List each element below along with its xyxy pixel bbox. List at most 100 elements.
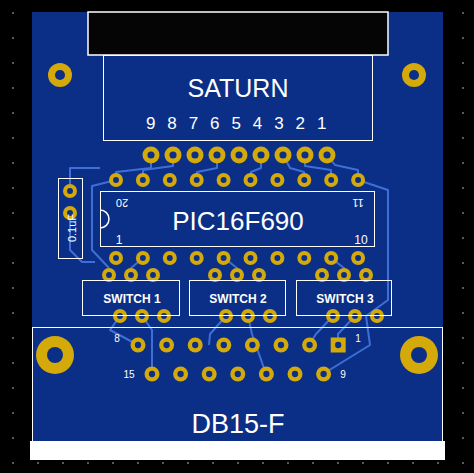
pin-number: 9: [340, 370, 346, 380]
pad: [302, 338, 317, 353]
pad: [402, 63, 426, 87]
pad: [48, 63, 72, 87]
drill-hole: [117, 313, 123, 319]
pin-number: 15: [123, 370, 134, 380]
drill-hole: [328, 177, 334, 183]
part-label: SWITCH 3: [316, 293, 373, 305]
drill-hole: [352, 313, 358, 319]
drill-hole: [363, 272, 369, 278]
pad: [163, 251, 177, 265]
pad: [348, 309, 362, 323]
drill-hole: [256, 272, 262, 278]
switch-outline: SWITCH 2: [189, 280, 286, 316]
drill-hole: [411, 347, 427, 363]
drill-hole: [113, 255, 119, 261]
drill-hole: [263, 371, 269, 377]
pad: [297, 147, 314, 164]
pads: [36, 63, 438, 382]
drill-hole: [355, 177, 361, 183]
pad: [351, 173, 365, 187]
drill-hole: [245, 313, 251, 319]
drill-hole: [274, 255, 280, 261]
drill-hole: [161, 313, 167, 319]
pad: [259, 367, 274, 382]
pad: [324, 251, 338, 265]
drill-hole: [374, 313, 380, 319]
connector-outline: SATURN9 8 7 6 5 4 3 2 1: [103, 55, 373, 141]
pad: [230, 367, 245, 382]
pcb-board: [32, 12, 443, 442]
drill-hole: [135, 342, 141, 348]
pad: [136, 251, 150, 265]
pad: [297, 173, 311, 187]
drill-hole: [167, 255, 173, 261]
drill-hole: [278, 342, 284, 348]
drill-hole: [249, 342, 255, 348]
drill-hole: [328, 255, 334, 261]
pin-number: 20: [116, 197, 128, 208]
pad: [244, 251, 258, 265]
drill-hole: [106, 272, 112, 278]
part-label: SWITCH 2: [209, 293, 266, 305]
pin-number: 1: [116, 234, 123, 246]
pin-number: 11: [352, 197, 363, 208]
part-label: SATURN: [188, 76, 289, 101]
drill-hole: [55, 70, 65, 80]
pad: [274, 338, 289, 353]
pad: [324, 173, 338, 187]
drill-hole: [192, 342, 198, 348]
drill-hole: [177, 371, 183, 377]
pad: [275, 147, 292, 164]
pad: [270, 251, 284, 265]
part-label: DB15-F: [191, 411, 284, 438]
pad: [270, 173, 284, 187]
drill-hole: [147, 151, 154, 158]
drill-hole: [113, 177, 119, 183]
pad: [187, 147, 204, 164]
drill-hole: [194, 177, 200, 183]
copper-traces: [70, 155, 388, 374]
drill-hole: [67, 188, 73, 194]
pad: [159, 338, 174, 353]
pad: [188, 338, 203, 353]
ic-outline: PIC16F6902011110: [100, 191, 375, 247]
drill-hole: [319, 272, 325, 278]
pad: [400, 336, 438, 374]
drill-hole: [234, 272, 240, 278]
drill-hole: [267, 313, 273, 319]
drill-hole: [257, 151, 264, 158]
pad: [136, 173, 150, 187]
pad: [63, 184, 77, 198]
part-label: SWITCH 1: [103, 293, 160, 305]
drill-hole: [194, 255, 200, 261]
pad: [163, 173, 177, 187]
pad: [190, 251, 204, 265]
pad: [217, 173, 231, 187]
pad: [131, 338, 146, 353]
drill-hole: [292, 371, 298, 377]
pad: [113, 309, 127, 323]
connector-edge: [30, 441, 445, 460]
pad: [109, 251, 123, 265]
drill-hole: [191, 151, 198, 158]
drill-hole: [140, 177, 146, 183]
pad: [36, 336, 74, 374]
drill-hole: [163, 342, 169, 348]
drill-hole: [206, 371, 212, 377]
drill-hole: [341, 272, 347, 278]
drill-hole: [335, 342, 341, 348]
pin-number: 8: [114, 334, 120, 344]
pad: [165, 147, 182, 164]
drill-hole: [140, 255, 146, 261]
drill-hole: [221, 177, 227, 183]
pad: [157, 309, 171, 323]
pad: [135, 309, 149, 323]
pad: [288, 367, 303, 382]
pad: [253, 147, 270, 164]
drill-hole: [128, 272, 134, 278]
pad: [216, 338, 231, 353]
drill-hole: [301, 177, 307, 183]
drill-hole: [235, 371, 241, 377]
